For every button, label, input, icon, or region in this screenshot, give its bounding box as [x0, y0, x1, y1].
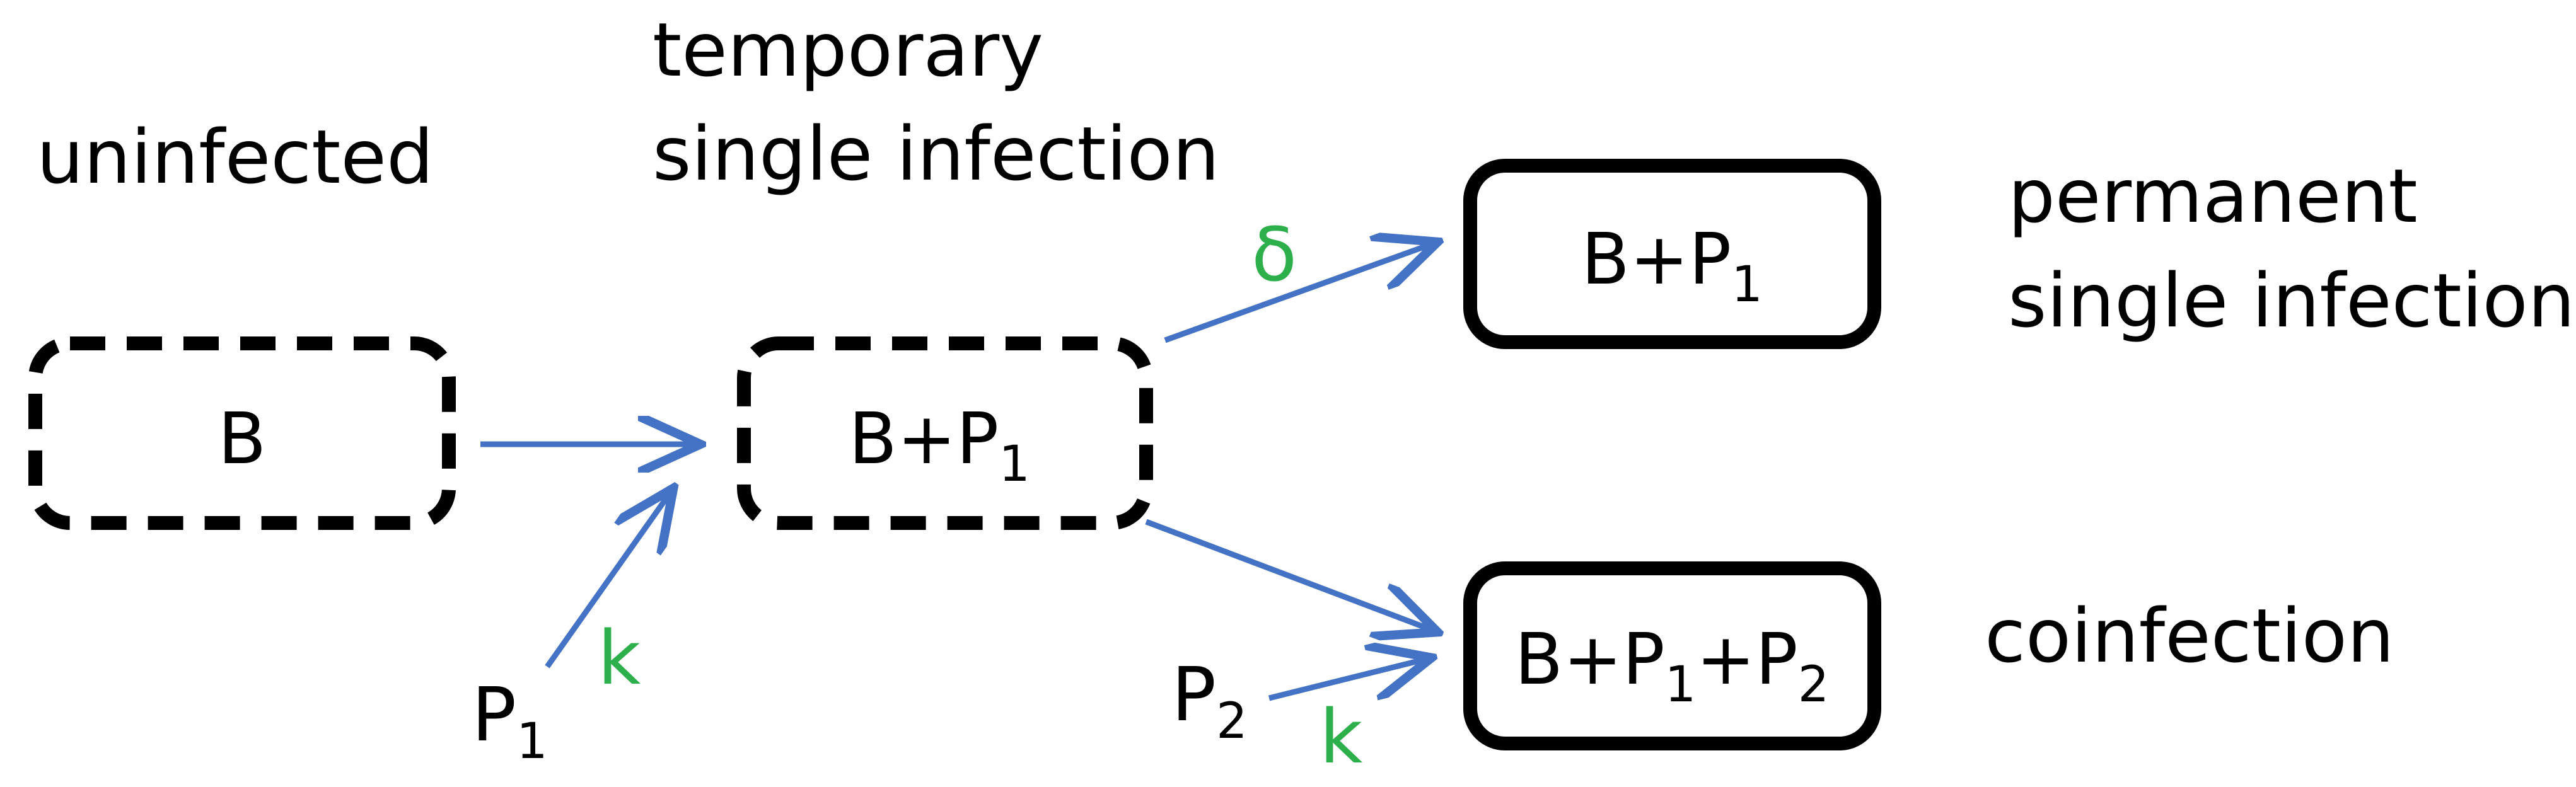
box-label-temporary: B+P1	[849, 398, 1030, 493]
box-label-permanent-sub: 1	[1731, 256, 1763, 313]
box-label-permanent-main: B+P	[1581, 219, 1731, 301]
box-label-coinfection-sub2: 2	[1798, 657, 1830, 713]
box-label-permanent: B+P1	[1581, 219, 1763, 313]
box-permanent-b-p1	[1463, 159, 1881, 349]
phage-label-p2-sub: 2	[1216, 693, 1248, 750]
phage-label-p2: P2	[1171, 651, 1248, 750]
phage-label-p1-sub: 1	[516, 713, 548, 770]
box-coinfection-b-p1-p2	[1463, 561, 1881, 750]
box-label-coinfection-main2: +P	[1696, 619, 1797, 701]
box-label-b: B	[218, 398, 267, 480]
stage-label-permanent-line2: single infection	[2008, 257, 2575, 344]
stage-label-temporary-line2: single infection	[653, 110, 1219, 197]
box-temporary-b-p1	[737, 336, 1153, 530]
rate-label-k-adsorption-p2: k	[1320, 693, 1362, 780]
arrow-temporary-to-coinfection	[1145, 519, 1432, 630]
arrow-temporary-to-permanent	[1164, 244, 1432, 343]
rate-label-delta: δ	[1251, 211, 1297, 298]
rate-label-k-adsorption-p1: k	[598, 614, 641, 701]
box-label-coinfection-main1: B+P	[1515, 619, 1665, 701]
box-label-coinfection: B+P1+P2	[1515, 619, 1830, 713]
box-uninfected-b	[28, 336, 456, 530]
phage-label-p1: P1	[472, 671, 548, 770]
phage-label-p2-main: P	[1171, 651, 1216, 738]
arrow-p2-to-coinfection	[1268, 659, 1426, 701]
box-label-temporary-sub: 1	[999, 436, 1030, 493]
stage-label-temporary-line1: temporary	[653, 6, 1043, 93]
stage-label-uninfected: uninfected	[37, 113, 434, 200]
stage-label-coinfection: coinfection	[1985, 592, 2394, 679]
box-label-temporary-main: B+P	[849, 398, 999, 480]
arrow-p1-to-temporary	[545, 493, 670, 669]
phage-label-p1-main: P	[472, 671, 516, 758]
stage-label-permanent-line1: permanent	[2008, 152, 2418, 239]
box-label-coinfection-sub1: 1	[1665, 657, 1697, 713]
